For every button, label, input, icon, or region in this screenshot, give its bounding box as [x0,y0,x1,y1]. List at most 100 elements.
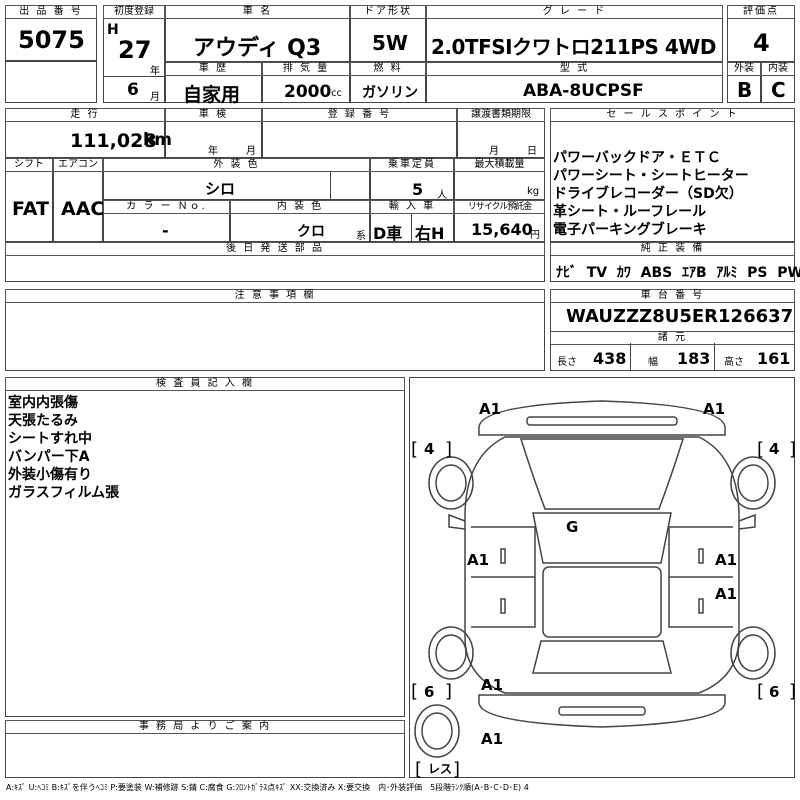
model-label: 型 式 [426,62,723,76]
inspector-label: 検 査 員 記 入 欄 [5,377,405,391]
legend: A:ｷｽﾞ U:ﾍｺﾐ B:ｷｽﾞを伴うﾍｺﾐ P:要塗装 W:補修跡 S:錆 … [6,783,529,792]
capacity: 5 [412,180,424,199]
inspector-note: 外装小傷有り [8,467,92,483]
right-mirror-outline [738,513,756,530]
height-label: 高さ [724,357,744,368]
damage-mark-left-door: A1 [467,551,490,569]
displacement-label: 排 気 量 [262,62,350,76]
capacity-label: 乗車定員 [370,158,454,172]
front-left-tire [428,456,474,510]
displacement-unit: cc [331,88,342,99]
interior-color: クロ [297,224,325,240]
fuel-label: 燃 料 [350,62,426,76]
exterior-color: シロ [205,180,236,198]
length-label: 長さ [557,357,577,368]
equipment-item: ｶﾜ [616,265,631,281]
lot-number-label: 出 品 番 号 [5,5,97,19]
registration-year: 27 [118,36,152,64]
width: 183 [677,349,711,368]
inspection-year-unit: 年 [208,146,218,157]
car-diagram-cell [409,377,795,778]
front-right-tire [730,456,776,510]
svg-text:]: ] [789,681,795,702]
roof-outline [542,566,662,638]
inspector-notes: 室内内張傷 天張たるみ シートすれ中 バンパー下A 外装小傷有り ガラスフィルム… [8,394,119,502]
transfer-label: 譲渡書類期限 [457,108,545,122]
plate-label: 登 録 番 号 [262,108,457,122]
year-unit: 年 [150,66,160,77]
damage-mark-rear-left: A1 [481,676,504,694]
door-label: ドア形状 [350,5,426,19]
inspector-note: バンパー下A [8,449,90,465]
sales-point: 電子パーキングブレーキ [553,222,707,238]
import-label: 輸 入 車 [370,200,454,214]
door-type: 5W [372,31,408,55]
exterior-label: 外装 [727,62,761,76]
rear-right-tire [730,626,776,680]
exterior-color-divider [330,172,331,200]
svg-text:]: ] [453,759,460,778]
era: H [107,22,119,38]
rear-window-outline [532,640,672,674]
damage-mark-rear-bumper: A1 [481,730,504,748]
inspector-note: シートすれ中 [8,431,92,447]
equipment-item: ｴｱB [681,265,707,281]
damage-mark-windshield: G [566,518,579,536]
tread-rear-right: 6 [769,683,780,701]
color-no: - [162,221,169,240]
exterior-grade: B [737,78,753,102]
recycle-fee: 15,640 [471,220,533,239]
lot-number-lower [5,61,97,103]
registration-month: 6 [127,80,139,100]
inspection-month-unit: 月 [246,146,256,157]
svg-text:[: [ [415,759,422,778]
transfer-day-unit: 日 [527,146,537,157]
interior-color-label: 内 装 色 [230,200,370,214]
tread-front-left: 4 [424,440,435,458]
shift-label: シフト [5,158,53,172]
front-bumper-outline [478,400,726,436]
rear-left-tire [428,626,474,680]
steering: 右H [415,224,445,243]
grade: 2.0TFSIクワトロ211PS 4WD [431,35,716,59]
dimensions-divider-1 [630,343,631,371]
equipment-item: ﾅﾋﾞ [556,265,577,281]
svg-text:]: ] [445,681,452,702]
damage-mark-right-door: A1 [715,551,738,569]
equipment-item: TV [586,265,608,281]
sales-point: 革シート・ルーフレール [553,204,707,220]
chassis-number: WAUZZZ8U5ER126637 [566,306,794,327]
office-label: 事 務 局 よ り ご 案 内 [5,720,405,734]
score-label: 評価点 [727,5,795,19]
later-parts-label: 後 日 発 送 部 品 [5,242,545,256]
sales-point: パワーシート・シートヒーター [553,168,749,184]
interior-color-unit: 系 [356,231,366,242]
car-name-label: 車 名 [165,5,350,19]
transfer-month-unit: 月 [489,146,499,157]
shift: FAT [12,198,49,220]
sales-points-list: パワーバックドア・ＥＴＣ パワーシート・シートヒーター ドライブレコーダー（SD… [553,149,749,239]
inspector-note: ガラスフィルム張 [8,485,120,501]
windshield-outline [532,512,672,564]
rear-bumper-outline [478,694,726,728]
lot-number: 5075 [18,26,85,54]
width-label: 幅 [648,357,658,368]
displacement: 2000 [284,82,332,102]
equipment-item: ｱﾙﾐ [716,265,738,281]
inspector-note: 室内内張傷 [8,395,78,411]
grade-label: グ レ ー ド [426,5,723,19]
damage-mark-front-right: A1 [703,400,726,418]
history-label: 車 歴 [165,62,262,76]
inspection-label: 車 検 [165,108,262,122]
history: 自家用 [183,84,241,106]
sales-points-label: セ ー ル ス ポ イ ン ト [550,108,795,122]
import-divider [411,214,412,242]
svg-text:[: [ [757,439,764,460]
inspector-note: 天張たるみ [8,413,78,429]
max-load-unit: kg [527,186,540,197]
sales-point: パワーバックドア・ＥＴＣ [553,150,721,166]
mileage-label: 走 行 [5,108,165,122]
body-outline [464,436,740,694]
recycle-label: リサイクル預託金 [454,200,545,214]
capacity-unit: 人 [437,190,447,201]
